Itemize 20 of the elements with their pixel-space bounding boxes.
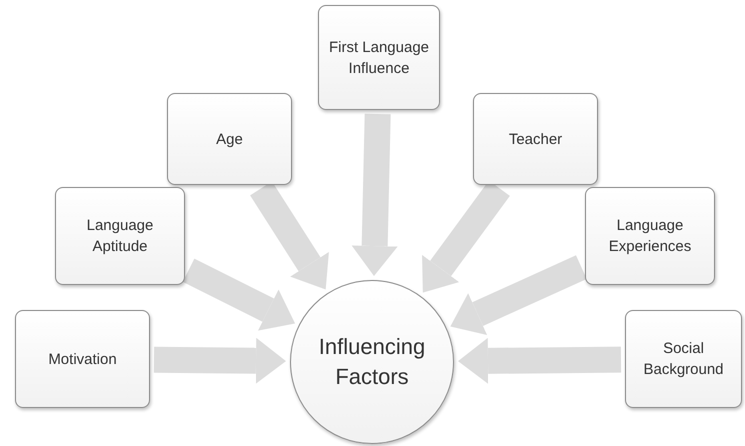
factor-box bbox=[318, 5, 440, 110]
block-arrow bbox=[458, 338, 622, 384]
factor-box bbox=[167, 93, 292, 185]
node-label: Motivation bbox=[48, 350, 117, 370]
node-label: First Language Influence bbox=[328, 38, 430, 78]
node-label: Teacher bbox=[508, 130, 562, 150]
node-label: Influencing Factors bbox=[318, 333, 426, 391]
node-label: Age bbox=[216, 130, 243, 150]
factor-box bbox=[15, 310, 150, 408]
factor-box bbox=[585, 187, 715, 285]
node-label: Language Experiences bbox=[608, 216, 692, 257]
node-label: Social Background bbox=[642, 339, 725, 380]
block-arrow bbox=[352, 114, 398, 276]
factor-box bbox=[473, 93, 598, 185]
node-label: Language Aptitude bbox=[86, 216, 154, 257]
block-arrow bbox=[450, 255, 587, 336]
block-arrow bbox=[154, 338, 286, 384]
factor-box bbox=[55, 187, 185, 285]
factor-box bbox=[625, 310, 742, 408]
block-arrow bbox=[182, 258, 296, 331]
